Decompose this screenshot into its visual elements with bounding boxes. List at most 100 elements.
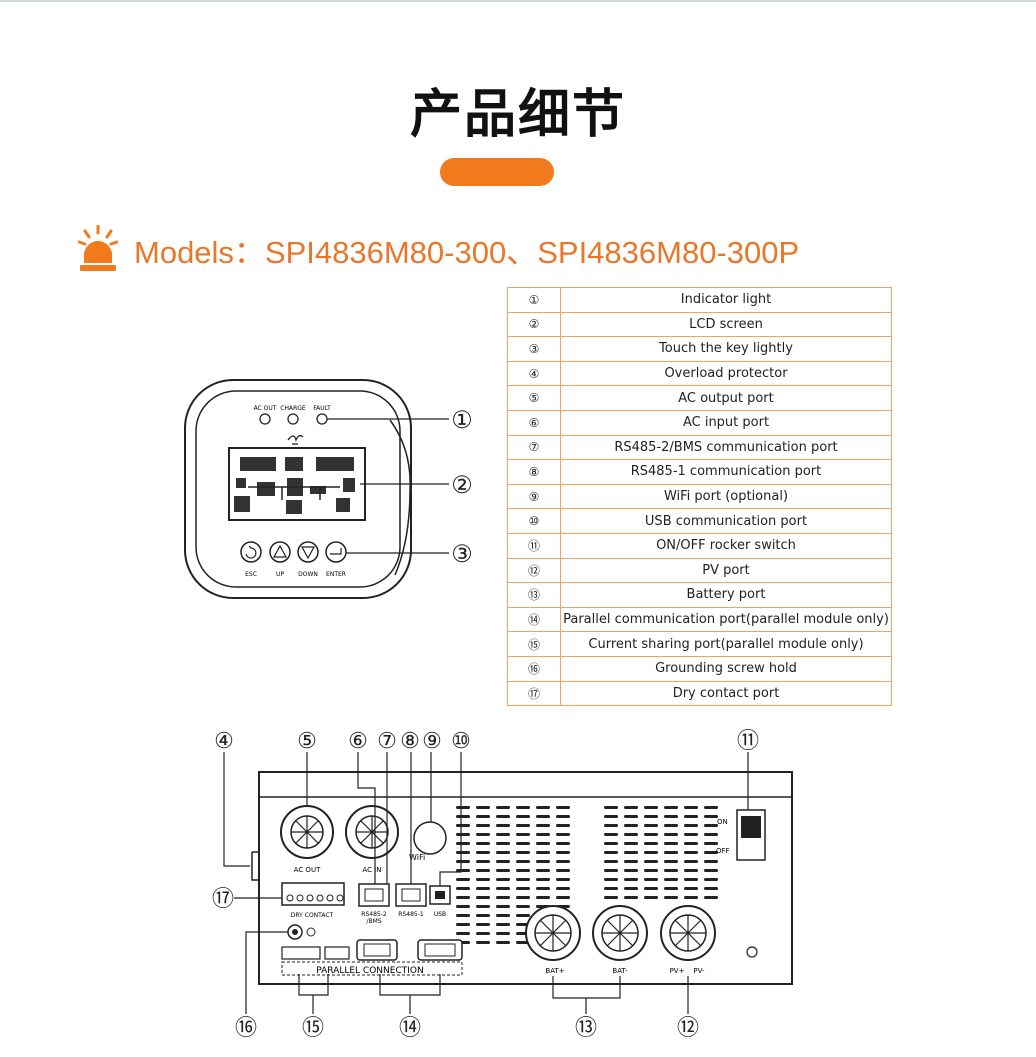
fault-label: FAULT [313, 405, 331, 412]
vent-slot [556, 887, 570, 890]
callout-12: ⑫ [677, 1016, 699, 1041]
vent-slot [556, 869, 570, 872]
row-label: AC output port [560, 385, 892, 411]
vent-slot [516, 914, 530, 917]
vent-slot [496, 941, 510, 944]
callout-15: ⑮ [302, 1016, 324, 1041]
vent-slot [604, 824, 618, 827]
vent-slot [604, 860, 618, 863]
vent-slot [664, 896, 678, 899]
vent-slot [456, 842, 470, 845]
vent-slot [624, 815, 638, 818]
vent-slot [624, 833, 638, 836]
vent-slot [556, 896, 570, 899]
row-label: RS485-2/BMS communication port [560, 434, 892, 461]
vent-slot [664, 878, 678, 881]
row-label: ON/OFF rocker switch [560, 532, 892, 559]
vent-slot [684, 815, 698, 818]
vent-slot [644, 860, 658, 863]
callout-5: ⑤ [297, 729, 317, 754]
enter-key[interactable]: ENTER [325, 541, 347, 578]
ac-out-light [259, 413, 271, 425]
vent-slot [476, 860, 490, 863]
vent-slot [536, 869, 550, 872]
vent-slot [516, 860, 530, 863]
vent-grill-right [604, 806, 718, 899]
back-arrow-icon [245, 545, 257, 559]
vent-slot [476, 869, 490, 872]
vent-slot [516, 851, 530, 854]
pv-port: PV+ PV- [660, 905, 716, 975]
on-off-rocker-switch[interactable]: ON OFF [716, 809, 766, 861]
vent-slot [556, 842, 570, 845]
callout-17: ⑰ [212, 887, 234, 912]
vent-slot [536, 815, 550, 818]
vent-slot [664, 842, 678, 845]
vent-slot [704, 887, 718, 890]
ac-out-text: AC OUT [294, 866, 321, 874]
vent-slot [536, 824, 550, 827]
vent-slot [604, 887, 618, 890]
vent-slot [664, 833, 678, 836]
parallel-text: PARALLEL CONNECTION [316, 966, 423, 976]
current-sharing-port-2 [324, 946, 350, 960]
vent-slot [536, 887, 550, 890]
touch-keys: ESC UP DOWN ENTER [240, 541, 347, 578]
row-label: Battery port [560, 582, 892, 608]
vent-slot [456, 914, 470, 917]
row-label: AC input port [560, 409, 892, 436]
vent-slot [684, 824, 698, 827]
callout-7: ⑦ [377, 729, 397, 754]
vent-slot [556, 860, 570, 863]
vent-slot [476, 896, 490, 899]
bat-minus-text: BAT- [612, 967, 628, 975]
callout-10: ⑩ [451, 729, 471, 754]
esc-label: ESC [245, 571, 257, 578]
vent-slot [704, 851, 718, 854]
vent-slot [604, 851, 618, 854]
vent-slot [704, 896, 718, 899]
vent-slot [516, 878, 530, 881]
vent-slot [496, 860, 510, 863]
vent-slot [456, 896, 470, 899]
vent-slot [644, 842, 658, 845]
vent-slot [704, 833, 718, 836]
vent-slot [516, 869, 530, 872]
title-underline-bar [440, 158, 554, 186]
up-key[interactable]: UP [269, 541, 291, 578]
pv-minus-text: PV- [693, 967, 705, 975]
vent-slot [704, 824, 718, 827]
vent-slot [496, 896, 510, 899]
vent-slot [476, 806, 490, 809]
ac-input-port: AC IN [345, 805, 399, 874]
vent-slot [684, 833, 698, 836]
off-text: OFF [716, 847, 730, 855]
down-key[interactable]: DOWN [297, 541, 319, 578]
vent-slot [536, 806, 550, 809]
vent-slot [664, 860, 678, 863]
row-label: Parallel communication port(parallel mod… [560, 606, 892, 633]
row-number: ⑯ [507, 655, 561, 682]
vent-slot [536, 842, 550, 845]
rs485-2-port: RS485-2 /BMS [358, 883, 390, 925]
rs485-1-text: RS485-1 [398, 911, 424, 918]
rs485-2-text: RS485-2 [361, 911, 387, 918]
callout-16: ⑯ [235, 1016, 257, 1041]
on-text: ON [717, 818, 728, 826]
vent-slot [644, 815, 658, 818]
parallel-comm-port-2 [417, 939, 463, 961]
vent-slot [604, 815, 618, 818]
indicator-lights: AC OUT CHARGE FAULT [254, 405, 331, 425]
logo-icon [287, 434, 304, 445]
vent-slot [704, 806, 718, 809]
vent-slot [624, 896, 638, 899]
vent-slot [456, 833, 470, 836]
row-number: ⑧ [507, 459, 561, 485]
vent-slot [644, 869, 658, 872]
esc-key[interactable]: ESC [240, 541, 262, 578]
